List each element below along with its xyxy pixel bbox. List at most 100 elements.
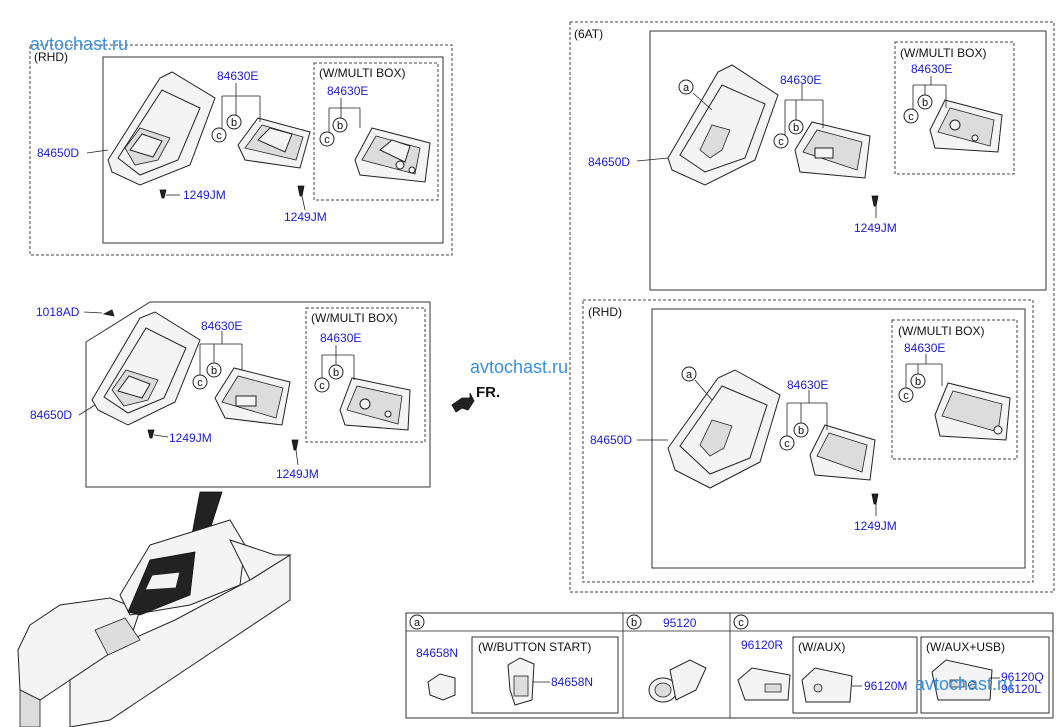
- multibox-box-6at: [894, 41, 1015, 175]
- part-96120q[interactable]: 96120Q: [1001, 670, 1044, 684]
- part-96120m[interactable]: 96120M: [864, 679, 907, 693]
- part-1249jm-rhd-top-b[interactable]: 1249JM: [284, 210, 327, 224]
- tray-drawing: [794, 121, 871, 179]
- callout-c: c: [324, 134, 330, 146]
- watermark-top-left: avtochast.ru: [30, 34, 128, 54]
- multibox-title-mid: (W/MULTI BOX): [311, 311, 397, 325]
- clip-icon: [102, 309, 115, 317]
- callout-b: b: [915, 376, 921, 388]
- console-bezel-drawing: [107, 71, 216, 186]
- callout-circle: [917, 94, 933, 110]
- tray-drawing: [809, 424, 876, 481]
- panel-rhd-top-outline: [29, 44, 453, 256]
- callout-b: b: [798, 425, 804, 437]
- part-1018ad[interactable]: 1018AD: [36, 305, 80, 319]
- console-bezel-drawing: [667, 369, 781, 489]
- legend-table: a 84658N (W/BUTTON START) 84658N b 95120…: [405, 612, 1054, 719]
- switch-panel-drawing: [427, 673, 456, 701]
- console-overview-drawing: [17, 491, 292, 727]
- callout-circle: [314, 377, 330, 393]
- panel-6at-outline: [569, 21, 1055, 593]
- callout-a: a: [683, 82, 690, 94]
- callout-c: c: [197, 377, 203, 389]
- callout-circle: [903, 108, 919, 124]
- multibox-part-mid[interactable]: 84630E: [320, 331, 361, 345]
- panel-rhd-top: (RHD) (W/MULTI BOX) 84630E: [29, 44, 453, 256]
- part-1249jm-mid-b[interactable]: 1249JM: [276, 467, 319, 481]
- multibox-part-rhd-top[interactable]: 84630E: [327, 84, 368, 98]
- console-bezel-drawing: [91, 311, 201, 426]
- panel-6at-title: (6AT): [574, 27, 603, 41]
- part-84658n[interactable]: 84658N: [416, 646, 458, 660]
- part-84630e-6at[interactable]: 84630E: [780, 73, 821, 87]
- tray-drawing: [237, 117, 311, 169]
- multibox-part-6at[interactable]: 84630E: [911, 62, 952, 76]
- callout-circle: [192, 374, 208, 390]
- callout-c: c: [778, 136, 784, 148]
- legend-c-key: c: [738, 617, 744, 629]
- multibox-drawing: [929, 99, 1003, 153]
- panel-mid: (W/MULTI BOX) 84630E: [30, 301, 431, 488]
- legend-a-key: a: [414, 617, 421, 629]
- callout-c: c: [908, 111, 914, 123]
- legend-c-circle: [733, 614, 749, 630]
- callout-circle: [332, 117, 348, 133]
- part-96120l[interactable]: 96120L: [1001, 682, 1041, 696]
- button-start-box: [471, 636, 619, 714]
- part-1249jm-rhd-top-a[interactable]: 1249JM: [183, 188, 226, 202]
- part-84650d-6at-rhd[interactable]: 84650D: [590, 433, 632, 447]
- aux-usb-title: (W/AUX+USB): [926, 640, 1005, 654]
- panel-6at-frame: [649, 30, 1047, 291]
- panel-6at-rhd-outline: [582, 299, 1034, 583]
- part-96120r[interactable]: 96120R: [741, 638, 783, 652]
- aux-usb-jack-drawing: [931, 659, 1000, 701]
- multibox-part-6at-rhd[interactable]: 84630E: [904, 341, 945, 355]
- console-bezel-drawing: [667, 64, 779, 186]
- callout-circle: [678, 79, 694, 95]
- callout-circle: [681, 366, 697, 382]
- front-arrow-icon: [451, 392, 475, 413]
- watermark-bottom-right: avtochast.ru: [915, 674, 1013, 694]
- multibox-title-6at-rhd: (W/MULTI BOX): [898, 324, 984, 338]
- panel-6at-rhd: (RHD) (W/MULTI BOX) 84630E: [582, 299, 1034, 583]
- front-label: FR.: [476, 384, 500, 401]
- multibox-drawing: [339, 377, 411, 431]
- multibox-drawing: [934, 382, 1011, 441]
- part-1249jm-mid-a[interactable]: 1249JM: [169, 431, 212, 445]
- part-84630e-6at-rhd[interactable]: 84630E: [787, 378, 828, 392]
- panel-rhd-top-title: (RHD): [34, 50, 68, 64]
- multibox-box-mid: [305, 307, 426, 443]
- aux-jack-drawing: [801, 667, 862, 703]
- aux-usb-box: [920, 636, 1050, 714]
- callout-circle: [773, 133, 789, 149]
- legend-frame: [405, 612, 1054, 719]
- screw-icon: [291, 439, 299, 451]
- legend-b-key: b: [631, 617, 637, 629]
- part-84650d-mid[interactable]: 84650D: [30, 408, 72, 422]
- part-1249jm-6at-rhd[interactable]: 1249JM: [854, 519, 897, 533]
- part-95120[interactable]: 95120: [663, 616, 697, 630]
- panel-6at-rhd-title: (RHD): [588, 305, 622, 319]
- callout-circle: [898, 387, 914, 403]
- multibox-box-rhd-top: [313, 62, 439, 201]
- callout-b: b: [333, 367, 339, 379]
- callout-circle: [226, 114, 242, 130]
- part-84658n-button-start[interactable]: 84658N: [551, 675, 593, 689]
- legend-b-circle: [626, 614, 642, 630]
- screw-icon: [871, 195, 879, 207]
- tray-insert-drawing: [737, 667, 791, 701]
- callout-circle: [779, 435, 795, 451]
- multibox-title-rhd-top: (W/MULTI BOX): [319, 66, 405, 80]
- panel-mid-frame: [85, 301, 431, 488]
- callout-c: c: [784, 438, 790, 450]
- part-84630e-mid[interactable]: 84630E: [201, 319, 242, 333]
- part-84630e-rhd-top[interactable]: 84630E: [217, 69, 258, 83]
- aux-title: (W/AUX): [798, 640, 845, 654]
- screw-icon: [871, 493, 879, 505]
- callout-b: b: [922, 97, 928, 109]
- part-84650d-6at[interactable]: 84650D: [588, 155, 630, 169]
- part-84650d-rhd-top[interactable]: 84650D: [37, 146, 79, 160]
- part-1249jm-6at[interactable]: 1249JM: [854, 221, 897, 235]
- panel-6at: (W/MULTI BOX) 84630E: [588, 30, 1047, 291]
